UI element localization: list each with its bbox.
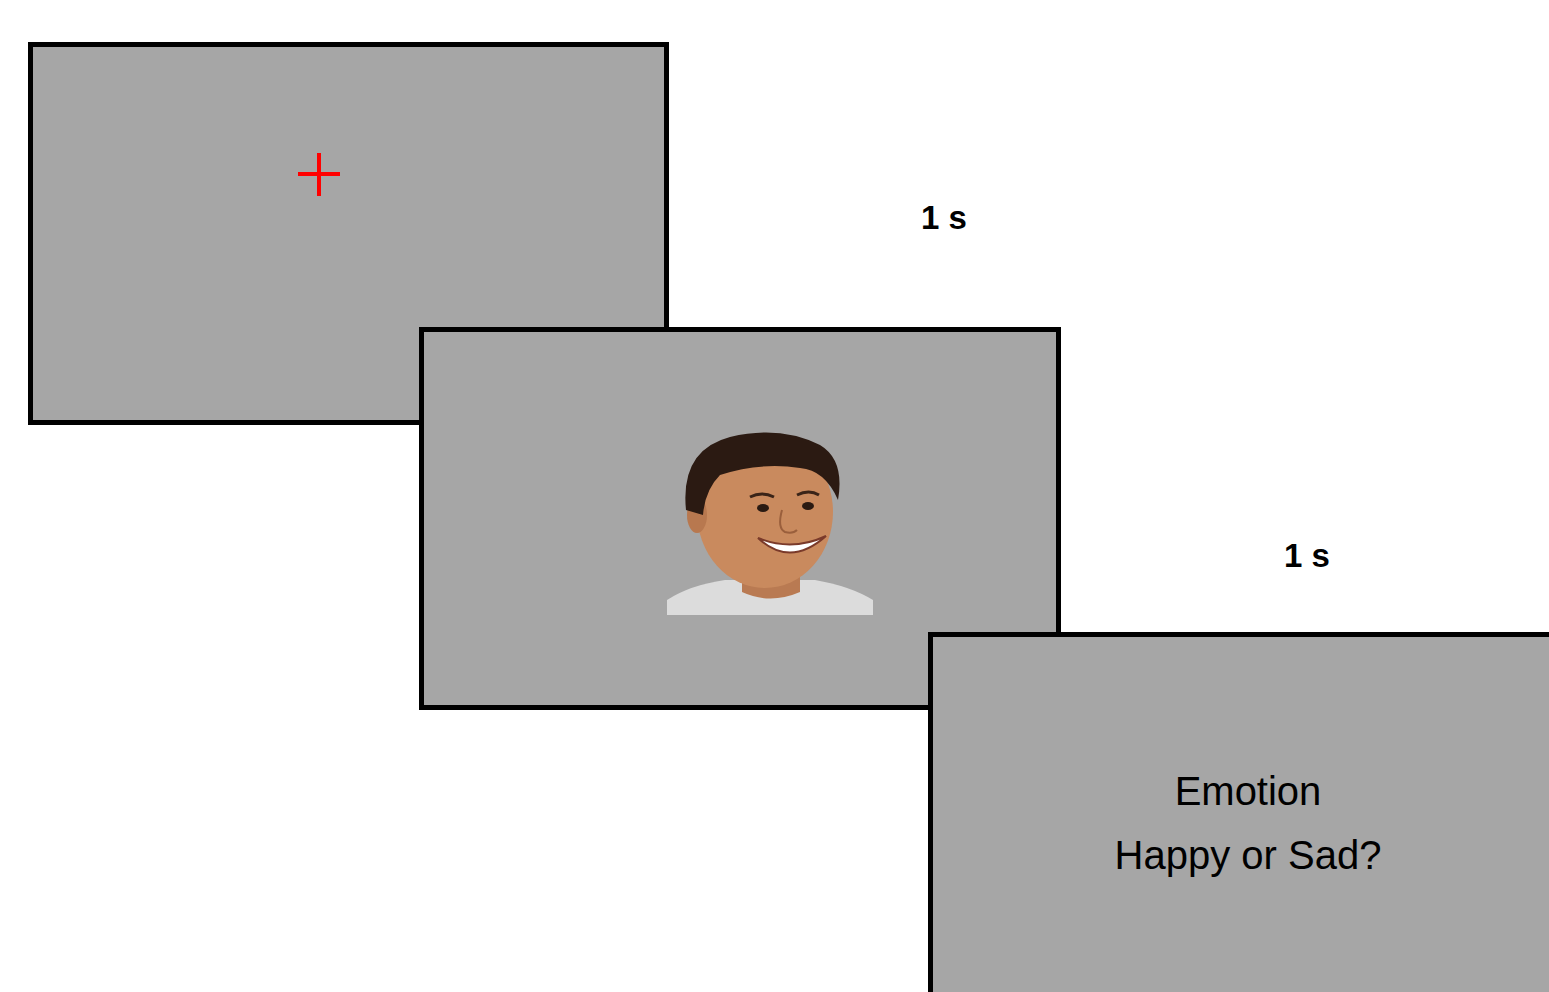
face-photo xyxy=(667,433,873,616)
duration-label: 1 s xyxy=(921,199,967,237)
duration-label: 1 s xyxy=(1284,537,1330,575)
fixation-cross xyxy=(298,153,340,196)
response-screen: EmotionHappy or Sad? xyxy=(928,632,1549,992)
prompt-text: Emotion xyxy=(1175,759,1322,823)
prompt-text: Happy or Sad? xyxy=(1115,823,1382,887)
